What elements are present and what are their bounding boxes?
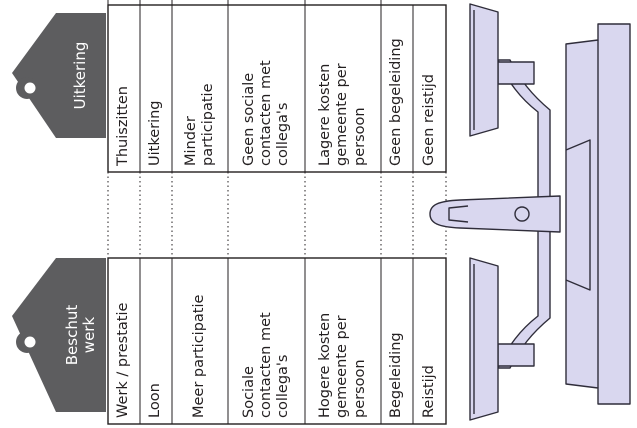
left-cell-7-text: Reistijd: [420, 365, 437, 418]
left-cell-6: Begeleiding: [381, 258, 413, 424]
left-cell-5-text: Hogere kosten gemeente per persoon: [317, 312, 368, 418]
right-cell-1: Thuiszitten: [108, 5, 140, 172]
left-cell-2: Loon: [140, 258, 172, 424]
left-cell-7: Reistijd: [413, 258, 446, 424]
tag-label-left-wrap: Beschut werk: [56, 258, 106, 412]
tag-beschut-werk: [12, 258, 106, 412]
table-top: [107, 4, 447, 173]
left-cell-5: Hogere kosten gemeente per persoon: [305, 258, 381, 424]
right-cell-6: Geen begeleiding: [381, 5, 413, 172]
right-cell-4-text: Geen sociale contacten met collega's: [240, 60, 292, 166]
right-cell-4: Geen sociale contacten met collega's: [228, 5, 305, 172]
left-cell-4: Sociale contacten met collega's: [228, 258, 305, 424]
table-bottom: [107, 257, 447, 425]
left-cell-3-text: Meer participatie: [191, 294, 208, 418]
upper-pan-connector: [497, 61, 535, 85]
dotted-connectors: [107, 172, 447, 258]
pointer-arm: [429, 195, 561, 233]
left-cell-2-text: Loon: [147, 383, 164, 418]
right-cell-3: Minder participatie: [172, 5, 228, 172]
upper-pan: [469, 3, 499, 137]
lower-pan-connector: [497, 343, 535, 367]
right-cell-5: Lagere kosten gemeente per persoon: [305, 5, 381, 172]
tag-uitkering: [12, 13, 106, 138]
left-cell-4-text: Sociale contacten met collega's: [240, 312, 292, 418]
right-cell-7-text: Geen reistijd: [420, 74, 437, 166]
left-cell-1-text: Werk / prestatie: [115, 302, 132, 418]
pivot-circle: [514, 206, 530, 222]
right-cell-3-text: Minder participatie: [182, 83, 216, 167]
tag-label-beschut-werk: Beschut werk: [62, 304, 98, 366]
left-cell-1: Werk / prestatie: [108, 258, 140, 424]
tag-label-right-wrap: Uitkering: [56, 13, 106, 138]
balance-scale: [429, 3, 631, 421]
tag-label-uitkering: Uitkering: [71, 41, 90, 110]
right-cell-1-text: Thuiszitten: [115, 86, 132, 166]
right-cell-2-text: Uitkering: [147, 100, 164, 166]
right-cell-6-text: Geen begeleiding: [388, 38, 405, 166]
lower-pan: [469, 257, 499, 421]
left-cell-6-text: Begeleiding: [388, 332, 405, 418]
left-cell-3: Meer participatie: [172, 258, 228, 424]
right-cell-5-text: Lagere kosten gemeente per persoon: [317, 63, 368, 166]
right-cell-2: Uitkering: [140, 5, 172, 172]
right-cell-7: Geen reistijd: [413, 5, 446, 172]
